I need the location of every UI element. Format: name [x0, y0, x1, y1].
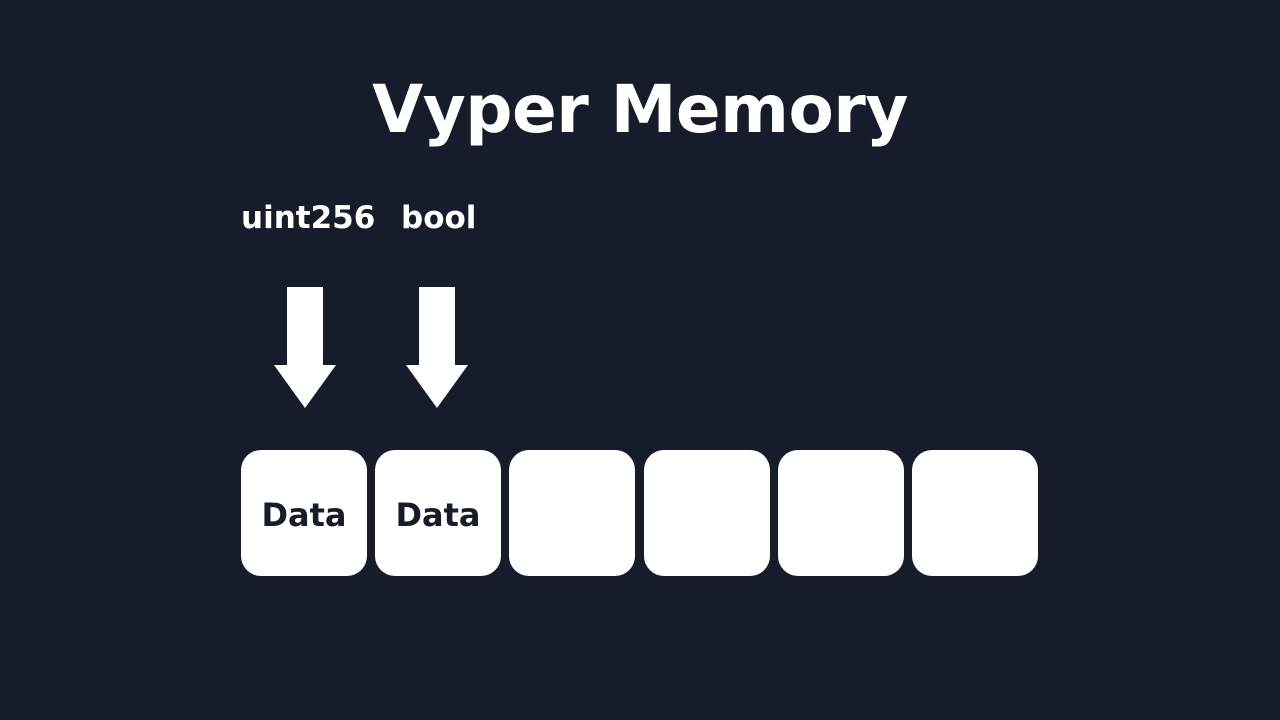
memory-slot-1: Data: [241, 450, 367, 576]
type-label-bool: bool: [401, 200, 477, 236]
memory-slot-label: Data: [395, 496, 481, 534]
memory-slot-6: [912, 450, 1038, 576]
memory-slot-3: [509, 450, 635, 576]
type-label-uint256: uint256: [241, 200, 376, 236]
arrow-down-icon: [406, 287, 468, 408]
memory-slot-label: Data: [261, 496, 347, 534]
memory-slot-5: [778, 450, 904, 576]
diagram-title: Vyper Memory: [372, 71, 908, 148]
memory-slot-2: Data: [375, 450, 501, 576]
arrow-down-icon: [274, 287, 336, 408]
memory-slot-4: [644, 450, 770, 576]
